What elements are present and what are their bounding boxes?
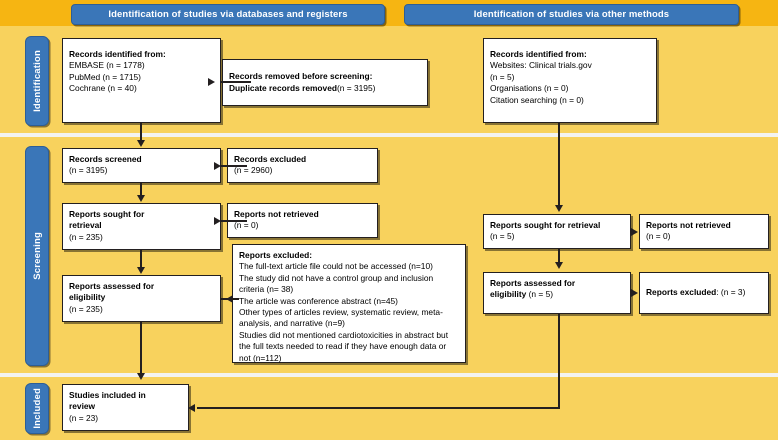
- reports-sought-other-count: (n = 5): [490, 231, 515, 242]
- connector-identified-to-screened: [140, 123, 142, 142]
- studies-included-title2: review: [69, 401, 96, 412]
- divider-identification-screening: [0, 133, 778, 137]
- records-identified-line-0: EMBASE (n = 1778): [69, 60, 145, 71]
- duplicates-title: Records removed before screening:: [229, 71, 373, 82]
- box-duplicates-removed: Records removed before screening: Duplic…: [222, 59, 428, 106]
- records-excluded-title: Records excluded: [234, 154, 307, 164]
- reports-excluded-other-title: Reports excluded: [646, 287, 717, 298]
- stage-screening-text: Screening: [31, 232, 43, 280]
- connector-identified-other-to-sought-other: [558, 123, 560, 205]
- arrowhead-identified-to-screened: [136, 140, 145, 147]
- records-identified-title: Records identified from:: [69, 49, 166, 59]
- reports-not-retrieved-title: Reports not retrieved: [234, 209, 319, 219]
- box-reports-excluded-detail: Reports excluded: The full-text article …: [232, 244, 466, 363]
- reports-sought-title2: retrieval: [69, 220, 102, 231]
- box-records-identified: Records identified from: EMBASE (n = 177…: [62, 38, 221, 123]
- arrowhead-identified-other-to-sought-other: [554, 205, 563, 212]
- arrowhead-identified-to-duplicates: [208, 77, 215, 86]
- reports-excluded-reason-2: The article was conference abstract (n=4…: [239, 295, 398, 306]
- reports-excluded-title: Reports excluded:: [239, 250, 313, 260]
- connector-sought-other-to-assessed-other: [558, 249, 560, 263]
- reports-excluded-reason-3: Other types of articles review, systemat…: [239, 307, 443, 329]
- stage-label-screening: Screening: [25, 146, 49, 366]
- connector-sought-to-not-retrieved: [221, 220, 247, 222]
- reports-sought-count: (n = 235): [69, 231, 103, 242]
- connector-assessed-other-elbow-horizontal: [197, 407, 560, 409]
- arrowhead-screened-to-sought: [136, 195, 145, 202]
- arrowhead-sought-to-assessed: [136, 267, 145, 274]
- arrowhead-assessed-to-excluded-detail: [226, 294, 233, 303]
- reports-assessed-other-title: Reports assessed for: [490, 278, 576, 288]
- records-identified-other-line-1: (n = 5): [490, 71, 515, 82]
- box-studies-included: Studies included in review (n = 23): [62, 384, 189, 431]
- records-identified-other-line-3: Citation searching (n = 0): [490, 94, 584, 105]
- box-reports-sought: Reports sought for retrieval (n = 235): [62, 203, 221, 250]
- records-identified-line-2: Cochrane (n = 40): [69, 83, 137, 94]
- connector-identified-to-duplicates: [221, 81, 251, 83]
- reports-assessed-title2: eligibility: [69, 292, 106, 303]
- records-identified-other-title: Records identified from:: [490, 49, 587, 59]
- reports-not-retrieved-other-count: (n = 0): [646, 231, 671, 242]
- arrowhead-assessed-to-included: [136, 373, 145, 380]
- box-records-screened: Records screened (n = 3195): [62, 148, 221, 183]
- arrowhead-assessed-other-to-included: [188, 403, 195, 412]
- connector-assessed-to-included: [140, 322, 142, 374]
- stage-identification-text: Identification: [31, 50, 43, 112]
- reports-not-retrieved-other-title: Reports not retrieved: [646, 220, 731, 230]
- reports-excluded-reason-0: The full-text article file could not be …: [239, 261, 433, 272]
- box-reports-not-retrieved: Reports not retrieved (n = 0): [227, 203, 378, 238]
- connector-screened-to-sought: [140, 183, 142, 196]
- studies-included-title: Studies included in: [69, 390, 146, 400]
- records-identified-line-1: PubMed (n = 1715): [69, 71, 141, 82]
- records-screened-count: (n = 3195): [69, 165, 108, 176]
- reports-sought-title: Reports sought for: [69, 209, 145, 219]
- box-reports-excluded-other: Reports excluded: (n = 3): [639, 272, 769, 314]
- reports-assessed-title: Reports assessed for: [69, 281, 155, 291]
- arrowhead-sought-to-not-retrieved: [214, 216, 221, 225]
- divider-screening-included: [0, 373, 778, 377]
- box-reports-sought-other: Reports sought for retrieval (n = 5): [483, 214, 631, 249]
- header-other-methods: Identification of studies via other meth…: [404, 4, 739, 25]
- duplicates-label: Duplicate records removed: [229, 82, 337, 93]
- header-databases-registers: Identification of studies via databases …: [71, 4, 385, 25]
- stage-included-text: Included: [31, 388, 43, 429]
- header-other-label: Identification of studies via other meth…: [473, 9, 670, 20]
- stage-label-identification: Identification: [25, 36, 49, 126]
- records-screened-title: Records screened: [69, 154, 142, 164]
- records-excluded-count: (n = 2960): [234, 165, 273, 176]
- stage-label-included: Included: [25, 383, 49, 434]
- box-reports-not-retrieved-other: Reports not retrieved (n = 0): [639, 214, 769, 249]
- reports-sought-other-title: Reports sought for retrieval: [490, 220, 601, 230]
- arrowhead-screened-to-excluded: [214, 161, 221, 170]
- box-reports-assessed-other: Reports assessed for eligibility (n = 5): [483, 272, 631, 314]
- connector-sought-to-assessed: [140, 250, 142, 268]
- box-reports-assessed: Reports assessed for eligibility (n = 23…: [62, 275, 221, 322]
- reports-excluded-other-count: : (n = 3): [716, 287, 746, 298]
- reports-assessed-other-count: (n = 5): [526, 289, 554, 300]
- connector-screened-to-excluded: [221, 165, 247, 167]
- reports-excluded-reason-1: The study did not have a control group a…: [239, 272, 434, 295]
- duplicates-count: (n = 3195): [336, 82, 376, 93]
- reports-not-retrieved-count: (n = 0): [234, 220, 259, 231]
- box-records-excluded: Records excluded (n = 2960): [227, 148, 378, 183]
- reports-assessed-other-title2: eligibility: [490, 289, 527, 300]
- reports-assessed-count: (n = 235): [69, 303, 103, 314]
- box-records-identified-other: Records identified from: Websites: Clini…: [483, 38, 657, 123]
- connector-assessed-other-elbow-vertical: [558, 314, 560, 409]
- arrowhead-sought-other-to-not-retrieved-other: [631, 227, 638, 236]
- arrowhead-assessed-other-to-excluded-other: [631, 288, 638, 297]
- records-identified-other-line-0: Websites: Clinical trials.gov: [490, 60, 592, 71]
- reports-excluded-reason-4: Studies did not mentioned cardiotoxiciti…: [239, 329, 449, 363]
- studies-included-count: (n = 23): [69, 412, 99, 423]
- records-identified-other-line-2: Organisations (n = 0): [490, 83, 569, 94]
- header-databases-label: Identification of studies via databases …: [108, 9, 348, 20]
- arrowhead-sought-other-to-assessed-other: [554, 262, 563, 269]
